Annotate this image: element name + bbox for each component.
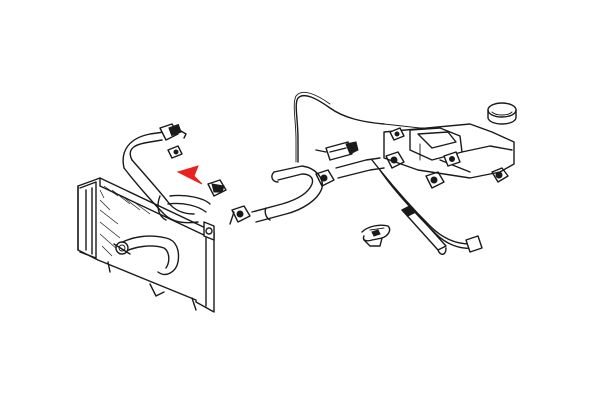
clamp-lower (229, 205, 251, 225)
clamp-radiator-top (207, 179, 227, 197)
engine-to-radiator-hose (251, 165, 323, 223)
radiator (77, 177, 215, 313)
clamp-tank-right (425, 171, 445, 189)
capillary-line (293, 91, 441, 163)
bypass-hose (335, 157, 483, 253)
radiator-core (99, 185, 151, 257)
clamp-middle (315, 169, 335, 187)
tank-drain-hose (401, 205, 447, 255)
clamp-tank-bottom (491, 167, 509, 183)
clamp-upper-small (167, 145, 183, 159)
radiator-upper-hose (122, 131, 211, 224)
temperature-sensor (315, 141, 359, 161)
hose-clamps (159, 123, 509, 225)
expansion-tank-cap (487, 102, 517, 125)
clamp-upper-left (159, 123, 187, 141)
expansion-tank (383, 123, 515, 179)
hose-bracket-clip (361, 224, 391, 247)
radiator-lower-hose (113, 235, 180, 276)
highlight-arrow (176, 165, 203, 185)
